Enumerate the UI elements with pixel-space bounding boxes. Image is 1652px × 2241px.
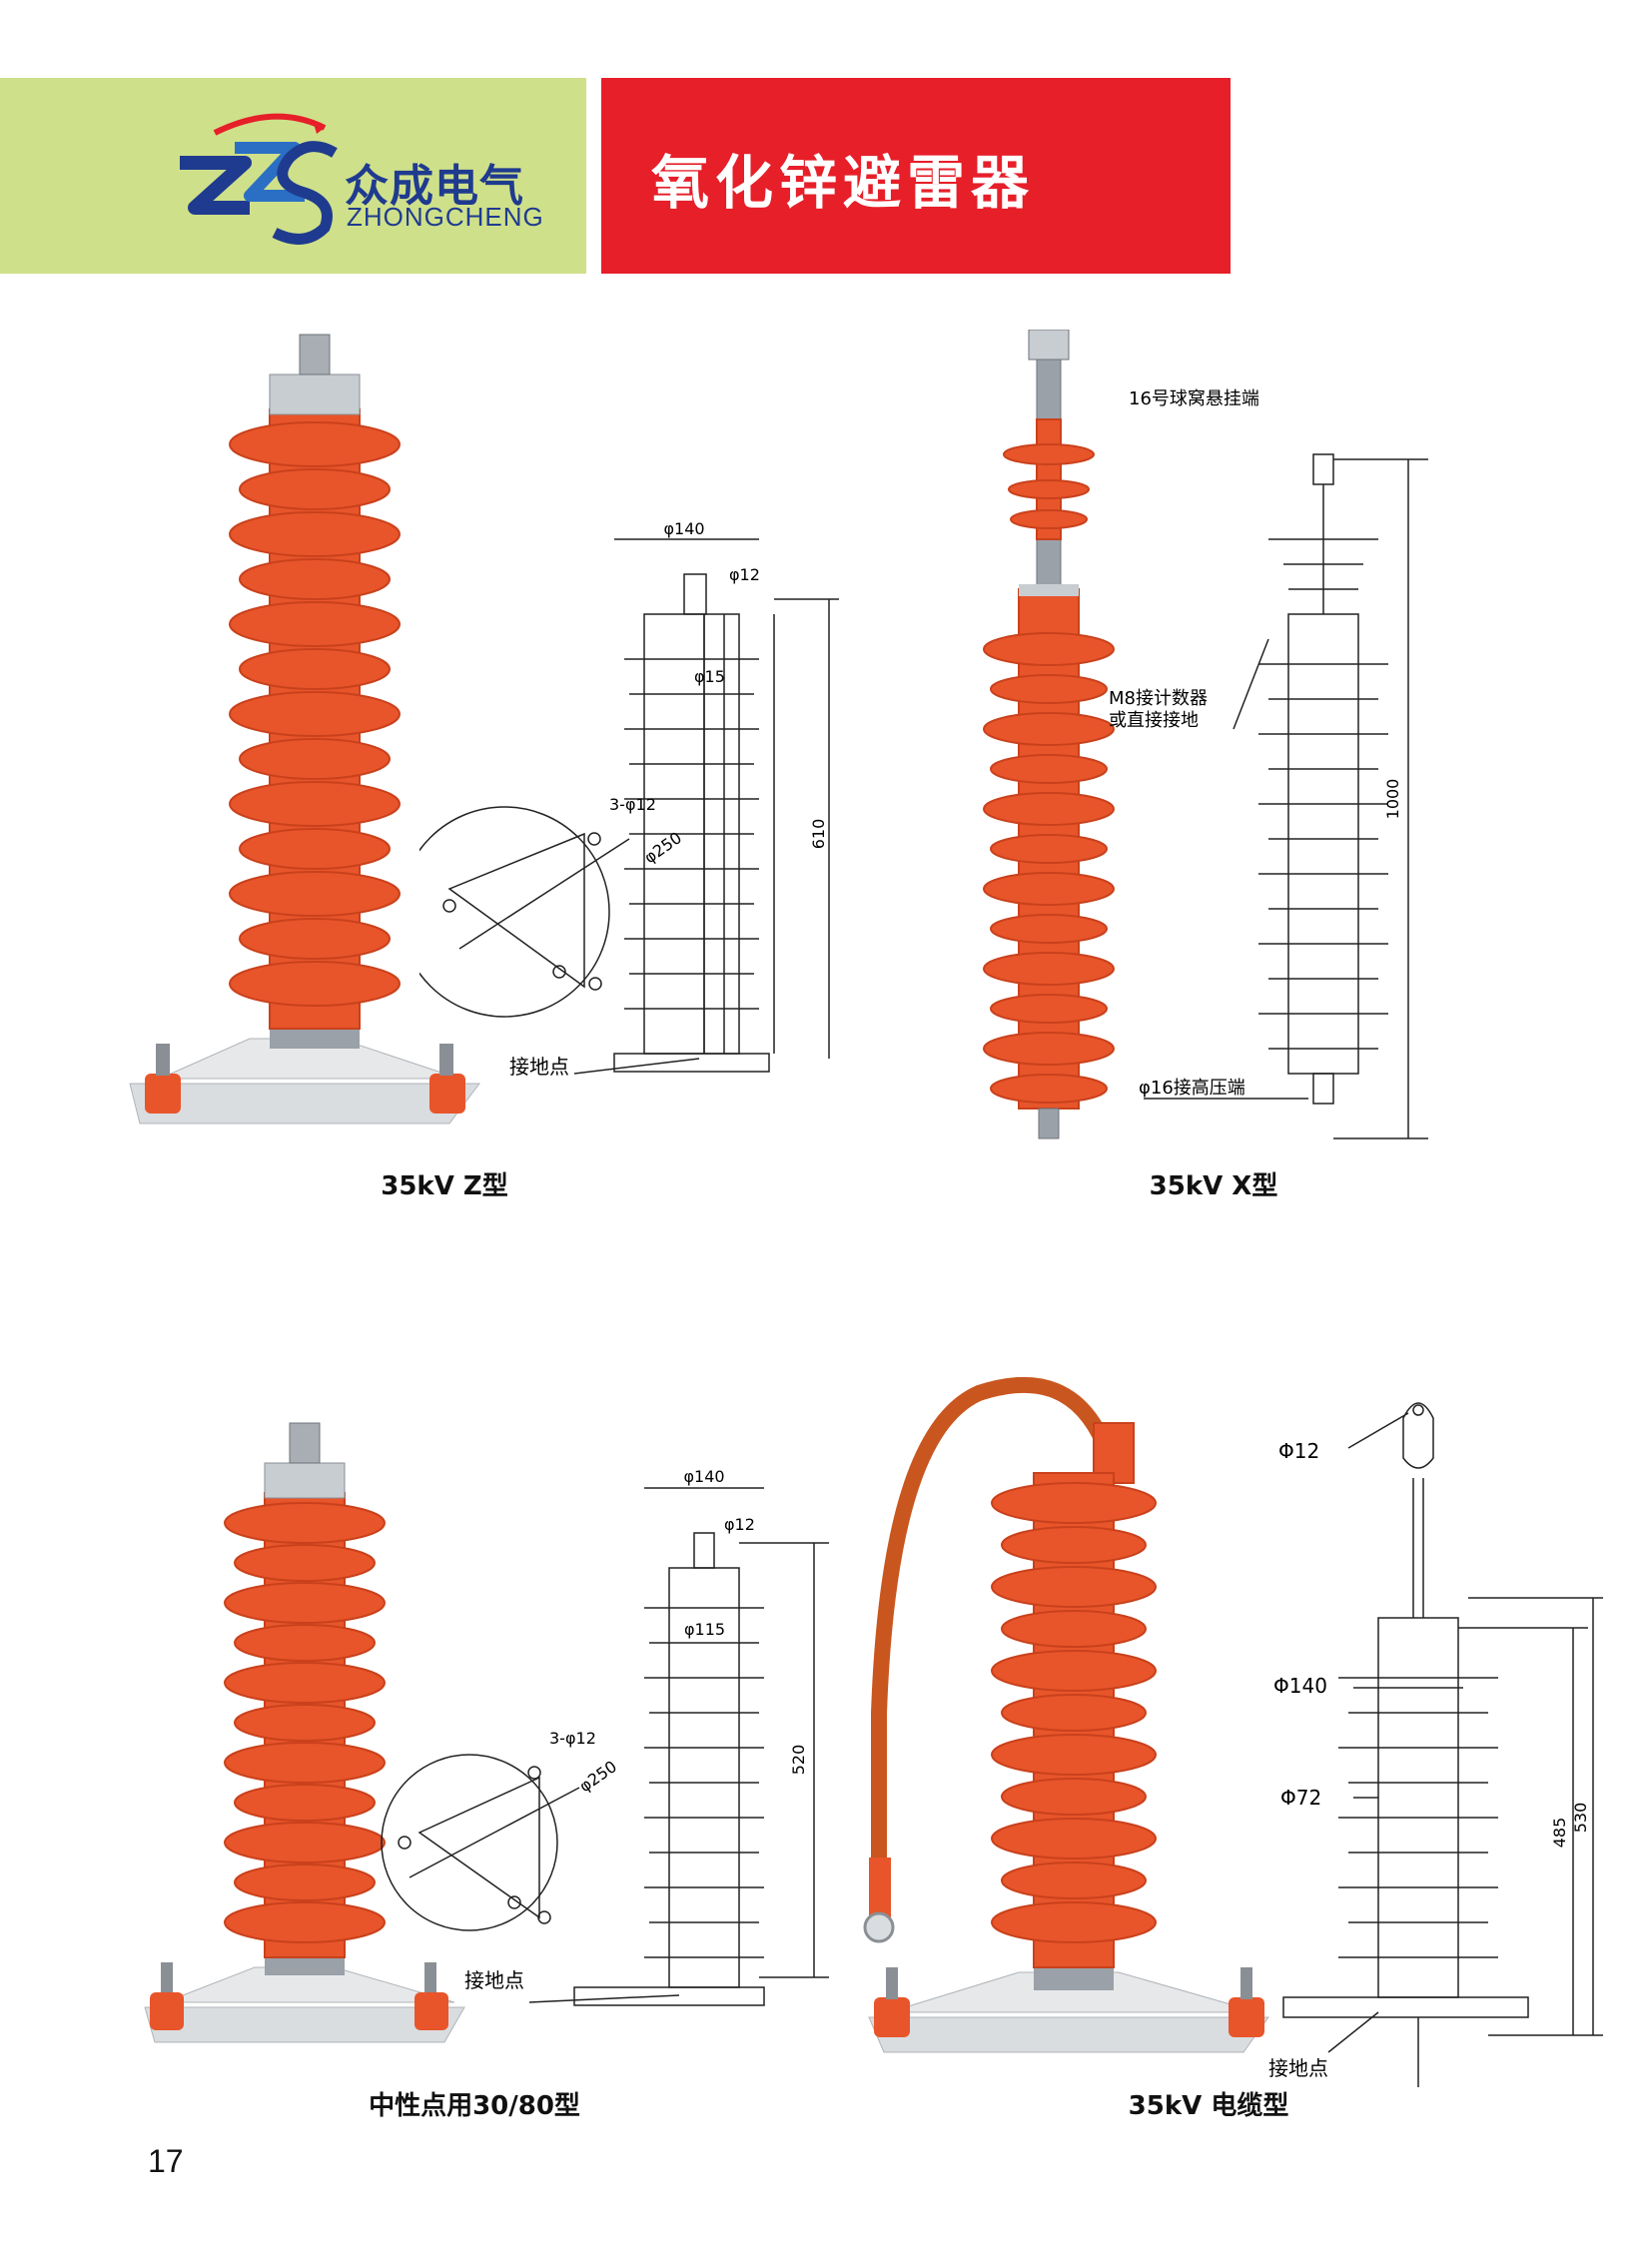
dim-shed-inner: Φ72 (1280, 1786, 1321, 1810)
product-photo-neutral (144, 1422, 465, 2043)
product-photo-cable (863, 1376, 1269, 2053)
title-band: 氧化锌避雷器 (601, 78, 1231, 274)
dim-hole: φ12 (729, 565, 760, 584)
dim-top-diameter: φ140 (683, 1467, 724, 1486)
ground-point-label: 接地点 (1268, 2056, 1328, 2080)
dim-base-circle: φ250 (575, 1757, 620, 1796)
hv-end-label: φ16接高压端 (1139, 1078, 1245, 1099)
dim-top-diameter: φ140 (663, 519, 704, 538)
page-title: 氧化锌避雷器 (651, 149, 1036, 217)
ground-point-label: 接地点 (464, 1968, 524, 1992)
dim-base-holes: 3-φ12 (609, 795, 656, 814)
logo-band: 众成电气 ZHONGCHENG (0, 78, 586, 274)
drawing-cable: Φ12 Φ140 Φ72 485 530 接地点 (1268, 1402, 1603, 2087)
caption-x: 35kV X型 (1149, 1171, 1278, 1201)
dim-height: 1000 (1383, 779, 1402, 820)
product-photo-z (129, 334, 480, 1124)
dim-base-holes: 3-φ12 (549, 1729, 596, 1748)
product-photo-x (983, 330, 1115, 1139)
caption-neutral: 中性点用30/80型 (369, 2091, 580, 2121)
hang-end-label: 16号球窝悬挂端 (1129, 388, 1259, 409)
drawing-neutral: φ140 φ12 φ115 520 3-φ12 φ250 接地点 (381, 1467, 829, 2006)
caption-cable: 35kV 电缆型 (1128, 2091, 1289, 2121)
counter-label: M8接计数器 (1109, 688, 1208, 709)
page-number: 17 (148, 2143, 184, 2179)
dim-shed: φ115 (684, 1620, 725, 1639)
dim-height: 610 (809, 819, 828, 850)
company-logo-icon (180, 113, 338, 245)
dim-shed-outer: Φ140 (1273, 1674, 1327, 1698)
brand-name-cn: 众成电气 (345, 161, 524, 212)
dim-height: 520 (789, 1745, 808, 1776)
drawing-x: 16号球窝悬挂端 M8接计数器 或直接接地 1000 φ16接高压端 (1109, 388, 1428, 1139)
dim-hole: Φ12 (1278, 1439, 1319, 1463)
counter-alt-label: 或直接接地 (1109, 710, 1199, 731)
dim-height-inner: 485 (1550, 1818, 1569, 1849)
dim-shed: φ15 (694, 667, 725, 686)
brand-name-en: ZHONGCHENG (347, 202, 544, 232)
dim-hole: φ12 (724, 1515, 755, 1534)
dim-height-outer: 530 (1571, 1803, 1590, 1834)
ground-point-label: 接地点 (509, 1055, 569, 1079)
caption-z: 35kV Z型 (381, 1171, 508, 1201)
drawing-z: φ140 φ12 φ15 610 3-φ12 φ250 接地点 (419, 519, 839, 1079)
